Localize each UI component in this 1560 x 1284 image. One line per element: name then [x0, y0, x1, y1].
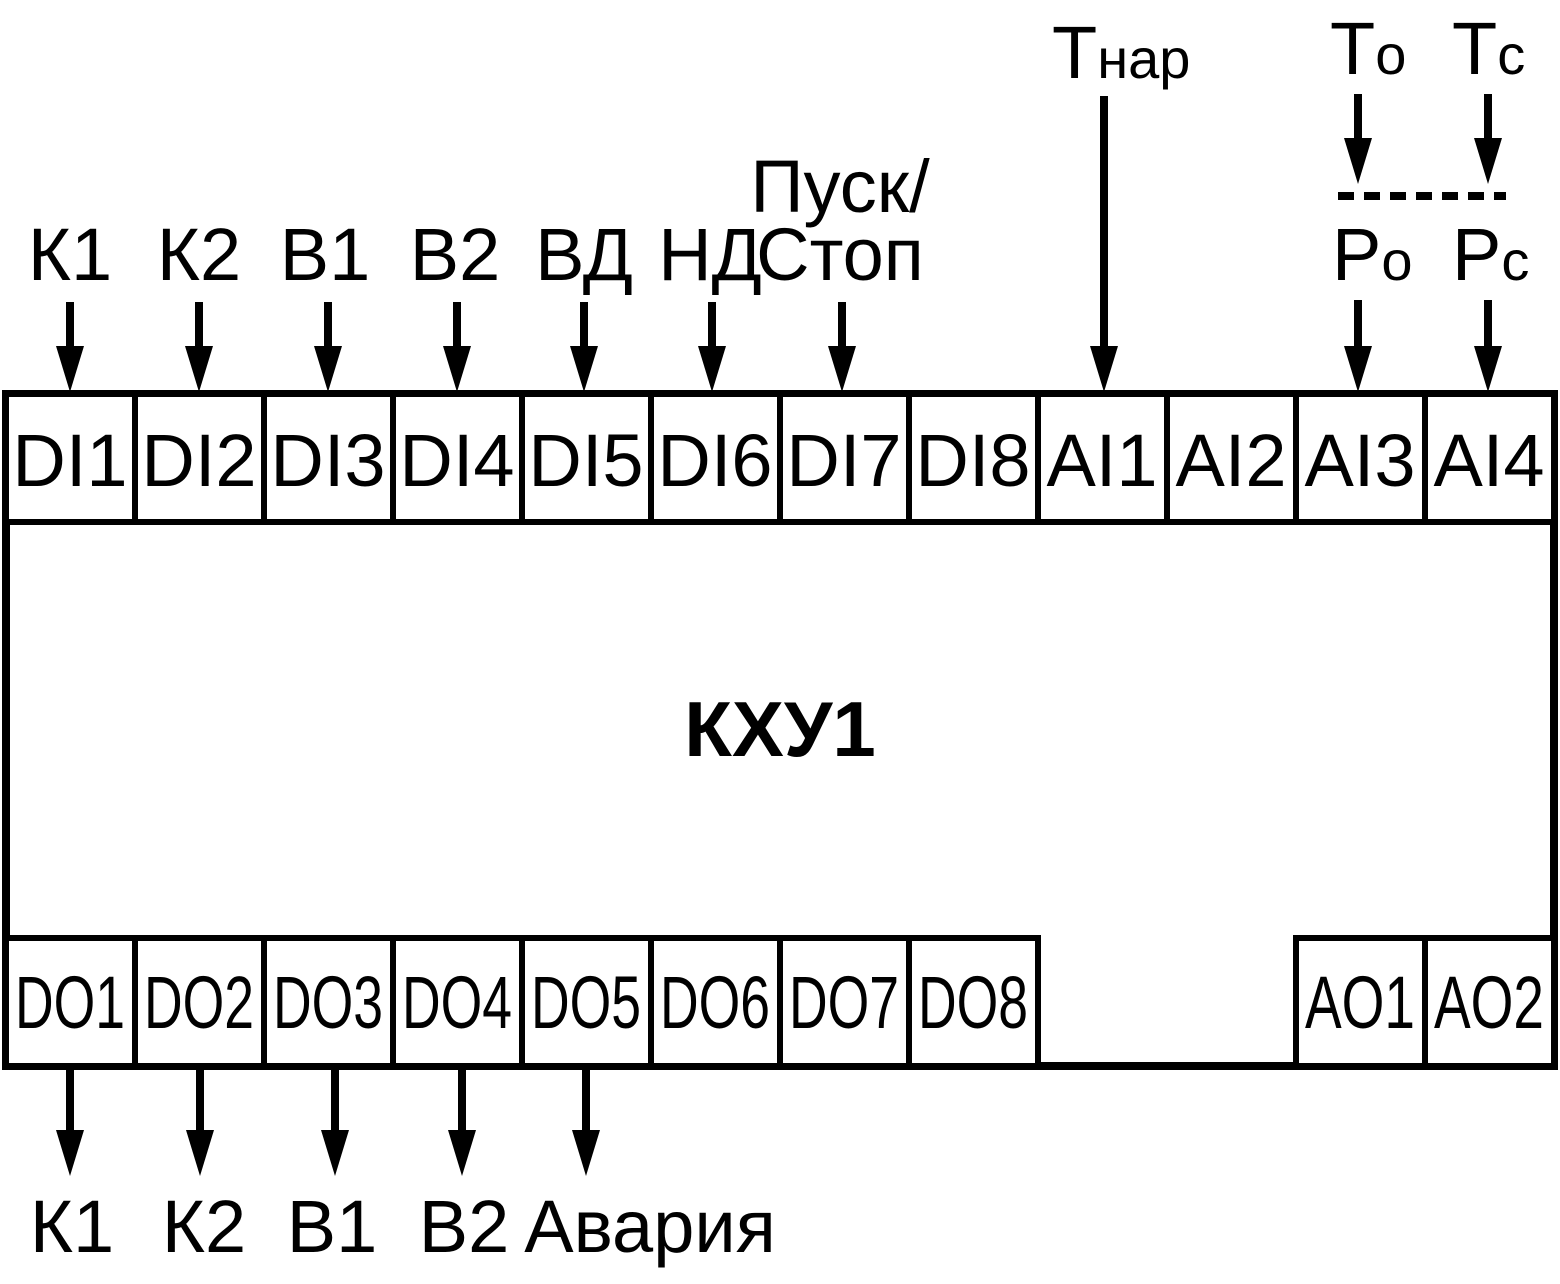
- signal-label: В2: [419, 1185, 510, 1268]
- condensation-temp-label: Tc: [1452, 7, 1525, 90]
- port-label: DI8: [915, 419, 1030, 502]
- terminal-ai3: [1293, 391, 1428, 525]
- terminal-ai4: [1422, 391, 1557, 525]
- condensation-pressure-label: Pc: [1452, 213, 1529, 296]
- port-label: DI3: [270, 419, 385, 502]
- terminal-do1: [3, 935, 138, 1069]
- port-label: DO3: [273, 961, 383, 1044]
- terminal-di1: [3, 391, 138, 525]
- port-label: DI5: [528, 419, 643, 502]
- port-label: AI1: [1046, 419, 1157, 502]
- temp-main: T: [1052, 11, 1097, 94]
- port-label: DO4: [402, 961, 512, 1044]
- signal-label: В1: [280, 213, 371, 296]
- port-label: DI6: [657, 419, 772, 502]
- terminal-di8: [906, 391, 1041, 525]
- signal-label: ВД: [535, 213, 633, 296]
- port-label: DI2: [141, 419, 256, 502]
- port-label: AI2: [1175, 419, 1286, 502]
- evaporation-temp-label: To: [1330, 7, 1406, 90]
- port-label: DO1: [15, 961, 125, 1044]
- port-label: AI4: [1433, 419, 1544, 502]
- temp-sub: нар: [1097, 27, 1190, 90]
- terminal-di4: [390, 391, 525, 525]
- terminal-ai1: [1035, 391, 1170, 525]
- terminal-do6: [648, 935, 783, 1069]
- port-label: AI3: [1304, 419, 1415, 502]
- start-stop-label: Стоп: [756, 213, 924, 296]
- terminal-do7: [777, 935, 912, 1069]
- terminal-do8: [906, 935, 1041, 1069]
- controller-name: КХУ1: [684, 685, 876, 773]
- port-label: DO8: [918, 961, 1028, 1044]
- port-label: AO1: [1305, 961, 1415, 1044]
- signal-label: К1: [28, 213, 112, 296]
- evaporation-pressure-label: Po: [1332, 213, 1413, 296]
- signal-label: В2: [410, 213, 501, 296]
- signal-label: В1: [287, 1185, 378, 1268]
- output-arrows: [56, 1068, 600, 1176]
- port-label: DO7: [789, 961, 899, 1044]
- outside-temp-label: Tнар: [1052, 11, 1190, 94]
- alarm-label: Авария: [524, 1185, 776, 1268]
- port-label: DO5: [531, 961, 641, 1044]
- terminal-di2: [132, 391, 267, 525]
- start-stop-label: Пуск/: [750, 145, 930, 228]
- port-label: DO2: [144, 961, 254, 1044]
- terminal-do4: [390, 935, 525, 1069]
- port-label: AO2: [1434, 961, 1544, 1044]
- terminal-ao2: [1422, 935, 1557, 1069]
- signal-label: НД: [658, 213, 762, 296]
- input-arrows: [56, 94, 1502, 392]
- port-label: DI4: [399, 419, 514, 502]
- terminal-di6: [648, 391, 783, 525]
- signal-label: К2: [162, 1185, 246, 1268]
- signal-label: К2: [157, 213, 241, 296]
- signal-label: К1: [30, 1185, 114, 1268]
- port-label: DO6: [660, 961, 770, 1044]
- output-terminal-row: DO1 DO2 DO3 DO4 DO5 DO6 DO7 DO8 AO1 AO2: [3, 935, 1557, 1069]
- port-label: DI7: [786, 419, 901, 502]
- terminal-do3: [261, 935, 396, 1069]
- terminal-di7: [777, 391, 912, 525]
- input-terminal-row: DI1 DI2 DI3 DI4 DI5 DI6 DI7 DI8 AI1 AI2 …: [3, 391, 1557, 525]
- port-label: DI1: [12, 419, 127, 502]
